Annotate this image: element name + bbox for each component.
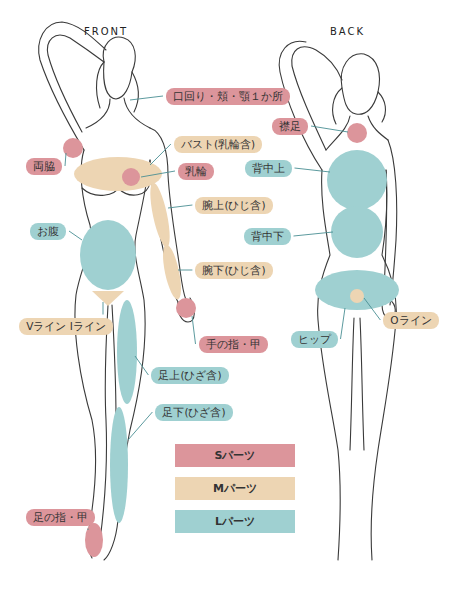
leader-line	[65, 153, 66, 166]
part-label: Oライン	[383, 312, 438, 329]
part-name: 手の指・甲	[206, 338, 261, 350]
part-name: 口回り・頬・顎１か所	[173, 90, 283, 102]
part-label: 手の指・甲	[199, 336, 268, 353]
part-label: 両脇	[26, 158, 62, 175]
part-label: 背中上	[245, 160, 292, 177]
part-name: Vライン Iライン	[26, 320, 106, 332]
leader-line	[168, 205, 192, 208]
part-areas	[63, 123, 399, 557]
part-label: 背中下	[244, 228, 291, 245]
part-label: 足の指・甲	[26, 509, 95, 526]
leader-line	[178, 270, 192, 271]
leader-line	[295, 168, 331, 172]
part-name: 足下(ひざ含)	[162, 406, 225, 418]
legend-text: Lパーツ	[215, 515, 255, 528]
leader-line	[141, 171, 175, 177]
part-label: 腕上(ひじ含)	[195, 197, 272, 214]
part-name: 腕上(ひじ含)	[202, 199, 265, 211]
leader-line	[128, 412, 152, 440]
leader-line	[103, 302, 104, 315]
part-name: 足上(ひざ含)	[158, 369, 221, 381]
leader-line	[192, 316, 196, 344]
part-label: 足下(ひざ含)	[155, 404, 232, 421]
part-label: 腕下(ひじ含)	[195, 262, 272, 279]
part-label: 足上(ひざ含)	[151, 367, 228, 384]
part-name: 乳輪	[185, 165, 207, 177]
part-name: 背中下	[251, 230, 284, 242]
leader-line	[364, 298, 380, 320]
leader-line	[341, 308, 346, 339]
part-name: 両脇	[33, 160, 55, 172]
legend-text: Sパーツ	[215, 449, 256, 462]
legend-swatch: Sパーツ	[175, 444, 295, 467]
leader-line	[294, 232, 334, 236]
legend-text: Mパーツ	[213, 482, 257, 495]
part-label: Vライン Iライン	[19, 318, 113, 335]
part-name: Oライン	[390, 314, 431, 326]
part-label: 口回り・頬・顎１か所	[166, 88, 290, 105]
leader-line	[88, 529, 89, 531]
leader-line	[150, 144, 171, 165]
part-label: ヒップ	[291, 331, 338, 348]
part-name: 腕下(ひじ含)	[202, 264, 265, 276]
leader-line	[135, 356, 148, 375]
leader-line	[130, 96, 163, 100]
part-name: 襟足	[279, 120, 301, 132]
part-label: バスト(乳輪含)	[174, 136, 262, 153]
part-name: ヒップ	[298, 333, 331, 345]
leader-line	[69, 231, 82, 240]
part-label: お腹	[30, 223, 66, 240]
part-label: 襟足	[272, 118, 308, 135]
legend-swatch: Mパーツ	[175, 477, 295, 500]
part-label: 乳輪	[178, 163, 214, 180]
part-name: お腹	[37, 225, 59, 237]
part-name: 背中上	[252, 162, 285, 174]
leader-line	[311, 126, 348, 132]
legend-swatch: Lパーツ	[175, 510, 295, 533]
view-label: BACK	[330, 26, 365, 37]
part-name: バスト(乳輪含)	[181, 138, 255, 150]
view-label: FRONT	[84, 26, 128, 37]
part-name: 足の指・甲	[33, 511, 88, 523]
